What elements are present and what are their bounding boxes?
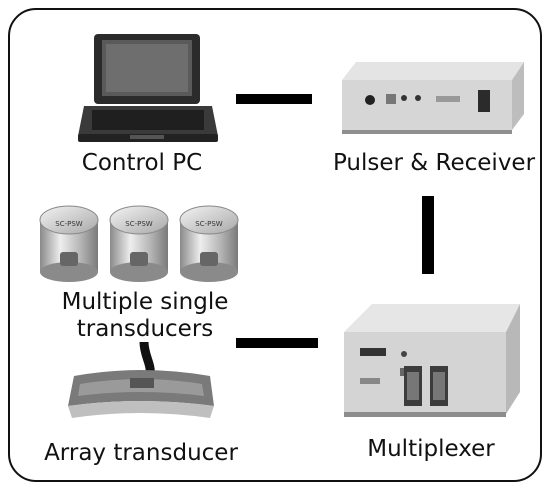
multiplexer-label: Multiplexer — [367, 436, 495, 462]
multiplexer-image — [334, 300, 524, 420]
connector-pulser-multiplexer — [422, 196, 434, 274]
pulser-receiver-image — [328, 58, 528, 138]
control-pc-label: Control PC — [81, 150, 203, 176]
connector-pc-pulser — [236, 94, 312, 104]
transducer-text-3: SC-PSW — [195, 220, 223, 228]
diagram-frame — [8, 8, 542, 482]
connector-transducers-multiplexer — [236, 338, 318, 348]
transducer-text-2: SC-PSW — [125, 220, 153, 228]
transducer-text-1: SC-PSW — [55, 220, 83, 228]
pulser-receiver-label: Pulser & Receiver — [332, 150, 536, 176]
single-transducers-image: SC-PSW SC-PSW SC-PSW — [36, 200, 246, 286]
array-transducer-label: Array transducer — [44, 440, 238, 466]
array-transducer-image — [60, 342, 220, 428]
single-transducers-label-line1: Multiple single — [61, 289, 229, 315]
control-pc-image — [70, 32, 220, 144]
single-transducers-label-line2: transducers — [76, 316, 214, 342]
